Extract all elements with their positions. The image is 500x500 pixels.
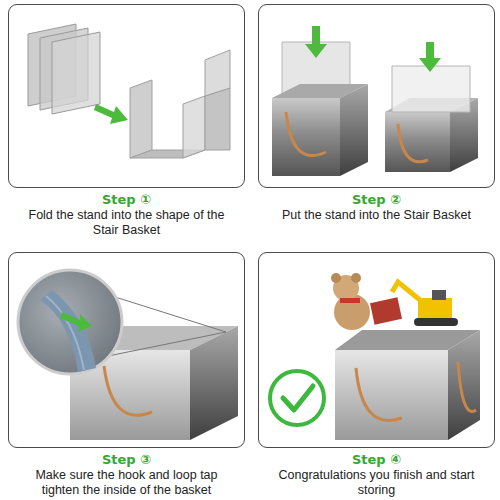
step-caption: Make sure the hook and loop tap tighten … (8, 468, 245, 497)
step-label: Step ④ (258, 452, 495, 468)
check-mark (270, 371, 324, 425)
green-arrow (419, 42, 441, 72)
step-caption: Congratulations you finish and start sto… (258, 468, 495, 497)
folding-sheets (28, 24, 100, 114)
step-caption: Fold the stand into the shape of the Sta… (8, 208, 245, 237)
basket-right (385, 66, 478, 172)
panel-frame (258, 252, 495, 448)
panel-frame (8, 4, 245, 188)
finished-basket (335, 330, 480, 440)
toys (331, 273, 458, 330)
magnified-fabric (18, 270, 122, 374)
step-panel: Step ②Put the stand into the Stair Baske… (258, 4, 495, 223)
step-panel: Step ①Fold the stand into the shape of t… (8, 4, 245, 237)
folded-stand (130, 50, 230, 158)
step-label: Step ① (8, 192, 245, 208)
basket-left (272, 42, 368, 176)
panel-texts: Step ①Fold the stand into the shape of t… (8, 192, 245, 237)
step-panel: Step ④Congratulations you finish and sta… (258, 252, 495, 497)
step-panel: Step ③Make sure the hook and loop tap ti… (8, 252, 245, 497)
step-caption: Put the stand into the Stair Basket (258, 208, 495, 223)
step-label: Step ② (258, 192, 495, 208)
green-arrow (94, 104, 128, 124)
panel-texts: Step ④Congratulations you finish and sta… (258, 452, 495, 497)
panel-texts: Step ③Make sure the hook and loop tap ti… (8, 452, 245, 497)
green-arrow (305, 26, 327, 58)
step-label: Step ③ (8, 452, 245, 468)
panel-frame (8, 252, 245, 448)
panel-frame (258, 4, 495, 188)
panel-texts: Step ②Put the stand into the Stair Baske… (258, 192, 495, 223)
